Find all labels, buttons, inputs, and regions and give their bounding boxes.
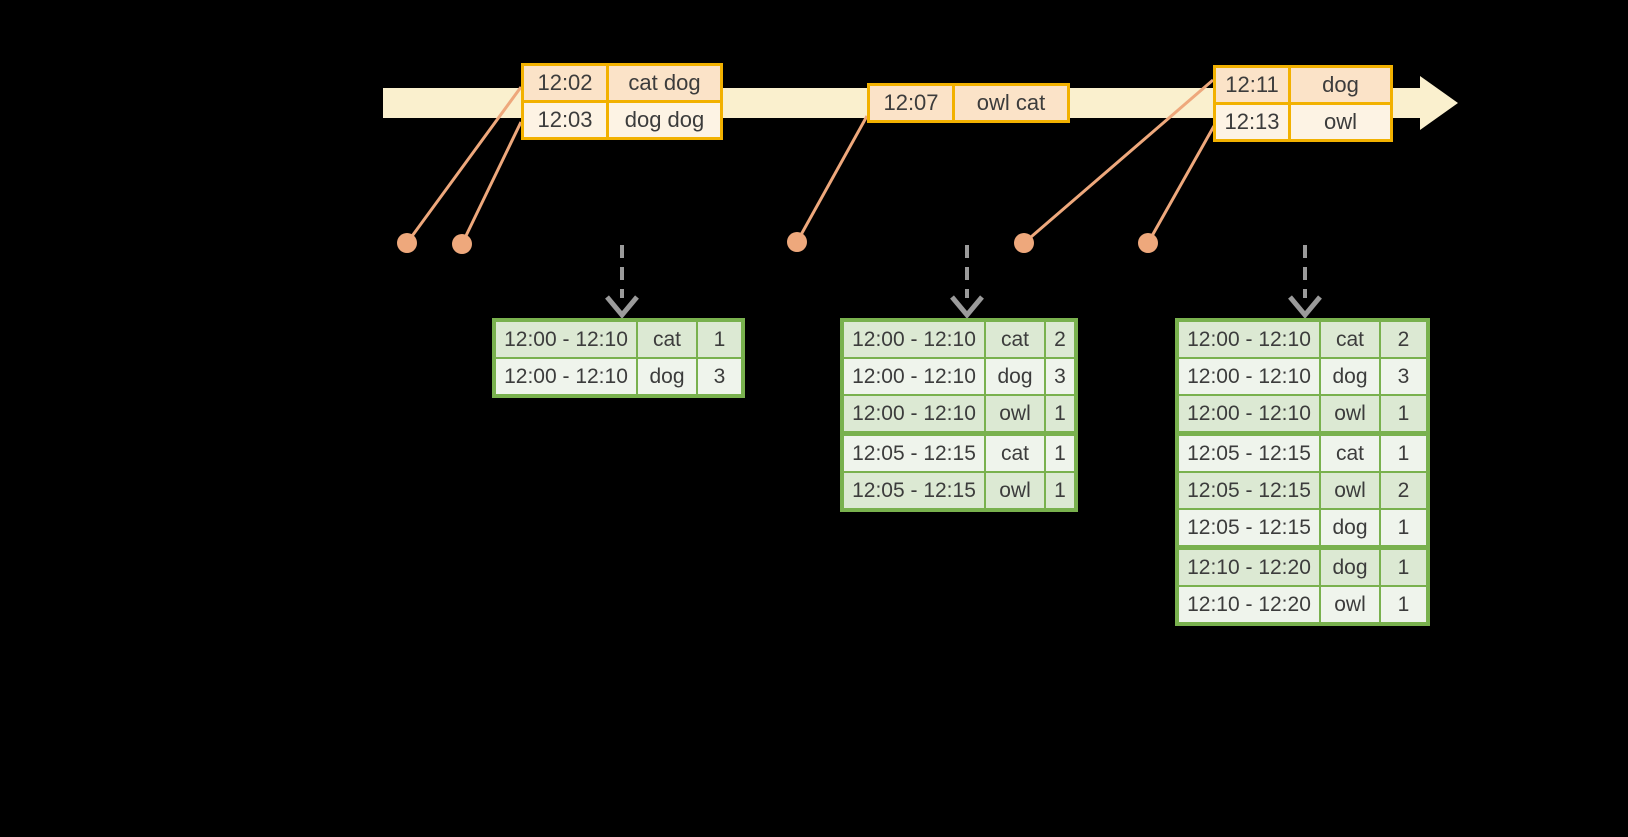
event-dot — [1138, 233, 1158, 253]
event-connector-line — [1023, 78, 1214, 245]
time-cell: 12:02 — [524, 66, 606, 100]
window-cell: 12:05 - 12:15 — [844, 436, 984, 471]
event-connector-line — [405, 86, 523, 244]
word-cell: owl — [1321, 473, 1379, 508]
count-cell: 1 — [1381, 436, 1426, 471]
words-cell: owl — [1291, 105, 1390, 139]
time-cell: 12:13 — [1216, 105, 1288, 139]
window-cell: 12:00 - 12:10 — [1179, 396, 1319, 431]
count-cell: 1 — [1046, 436, 1074, 471]
word-cell: dog — [638, 359, 696, 394]
trigger-arrow-icon — [950, 245, 984, 319]
word-cell: cat — [638, 322, 696, 357]
count-cell: 1 — [698, 322, 741, 357]
event-dot — [397, 233, 417, 253]
words-cell: dog — [1291, 68, 1390, 102]
words-cell: dog dog — [609, 103, 720, 137]
event-dot — [1014, 233, 1034, 253]
word-cell: owl — [1321, 396, 1379, 431]
window-cell: 12:00 - 12:10 — [496, 359, 636, 394]
word-cell: dog — [1321, 550, 1379, 585]
window-cell: 12:05 - 12:15 — [844, 473, 984, 508]
count-cell: 1 — [1046, 396, 1074, 431]
timeline-arrowhead-icon — [1420, 76, 1458, 130]
word-cell: cat — [1321, 322, 1379, 357]
time-cell: 12:11 — [1216, 68, 1288, 102]
trigger-arrow-icon — [1288, 245, 1322, 319]
window-cell: 12:00 - 12:10 — [1179, 322, 1319, 357]
word-cell: dog — [1321, 359, 1379, 394]
event-dot — [452, 234, 472, 254]
window-cell: 12:00 - 12:10 — [844, 359, 984, 394]
word-cell: owl — [1321, 587, 1379, 622]
count-cell: 3 — [1381, 359, 1426, 394]
window-cell: 12:00 - 12:10 — [496, 322, 636, 357]
count-cell: 2 — [1046, 322, 1074, 357]
count-cell: 1 — [1381, 396, 1426, 431]
window-cell: 12:05 - 12:15 — [1179, 436, 1319, 471]
count-cell: 2 — [1381, 473, 1426, 508]
words-cell: owl cat — [955, 86, 1067, 120]
window-cell: 12:10 - 12:20 — [1179, 550, 1319, 585]
event-connector-line — [1146, 125, 1216, 244]
count-cell: 2 — [1381, 322, 1426, 357]
words-cell: cat dog — [609, 66, 720, 100]
word-cell: owl — [986, 473, 1044, 508]
count-cell: 1 — [1046, 473, 1074, 508]
count-cell: 3 — [1046, 359, 1074, 394]
count-cell: 1 — [1381, 550, 1426, 585]
count-cell: 1 — [1381, 510, 1426, 545]
window-cell: 12:05 - 12:15 — [1179, 473, 1319, 508]
event-connector-line — [795, 115, 869, 243]
word-cell: dog — [1321, 510, 1379, 545]
event-connector-line — [460, 121, 523, 245]
count-cell: 1 — [1381, 587, 1426, 622]
count-cell: 3 — [698, 359, 741, 394]
time-cell: 12:07 — [870, 86, 952, 120]
word-cell: cat — [986, 436, 1044, 471]
window-cell: 12:00 - 12:10 — [844, 396, 984, 431]
trigger-arrow-icon — [605, 245, 639, 319]
word-cell: owl — [986, 396, 1044, 431]
word-cell: cat — [986, 322, 1044, 357]
event-dot — [787, 232, 807, 252]
window-cell: 12:05 - 12:15 — [1179, 510, 1319, 545]
word-cell: cat — [1321, 436, 1379, 471]
window-cell: 12:00 - 12:10 — [844, 322, 984, 357]
word-cell: dog — [986, 359, 1044, 394]
time-cell: 12:03 — [524, 103, 606, 137]
window-cell: 12:00 - 12:10 — [1179, 359, 1319, 394]
window-cell: 12:10 - 12:20 — [1179, 587, 1319, 622]
